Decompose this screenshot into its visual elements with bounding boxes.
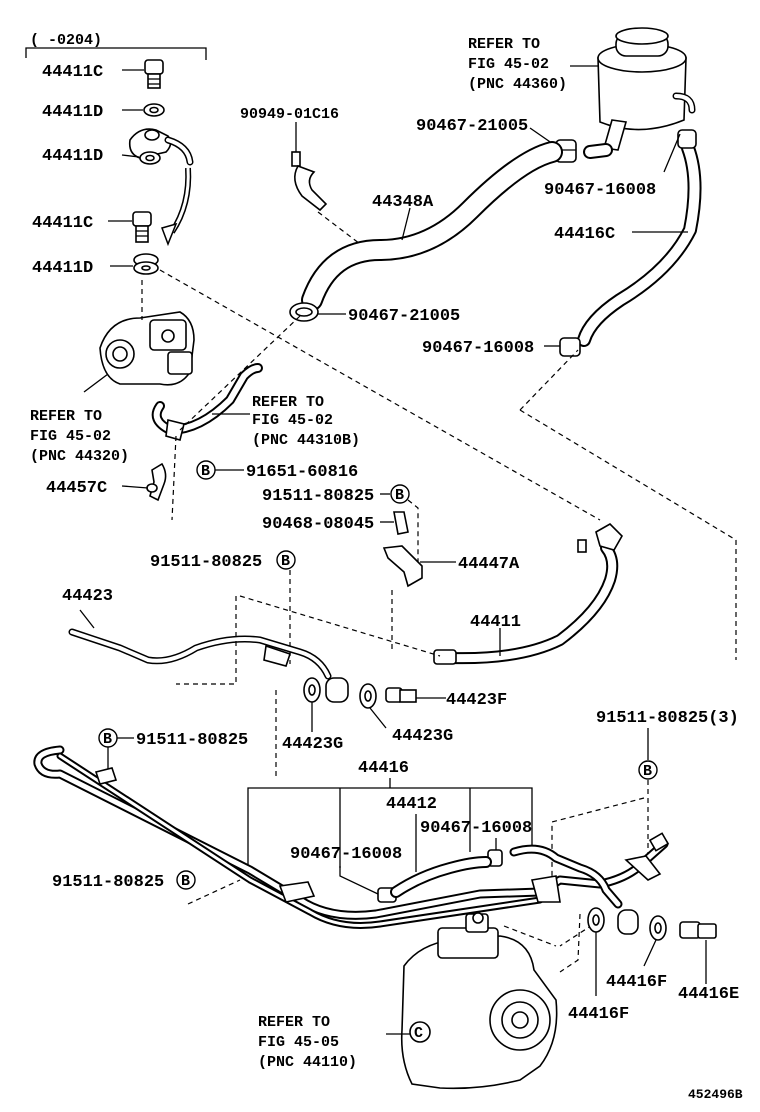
reservoir-outlet-pipe (555, 139, 613, 163)
label-90468-08045: 90468-08045 (262, 515, 374, 534)
refer-pipe-line1: REFER TO (252, 394, 324, 411)
pipe-44423: 44423 (62, 587, 332, 685)
refer-reservoir-line2: FIG 45-02 (468, 56, 549, 73)
union-44423 (325, 677, 349, 703)
hose-44411: 44411 (239, 349, 737, 665)
label-90467-21005-bottom: 90467-21005 (348, 307, 460, 326)
bolt-marker-3: B (281, 553, 290, 570)
label-44423g-b: 44423G (392, 727, 453, 746)
union-bolt-44411c-bottom: 44411C (32, 211, 152, 243)
bolt-marker-1: B (201, 463, 210, 480)
bolt-91511-80825-d: 91511-80825(3) B (551, 709, 739, 890)
hose-44416c: 90467-16008 44416C (544, 129, 702, 347)
power-steering-pump: REFER TO FIG 45-02 (PNC 44320) (30, 269, 601, 521)
refer-gear-line2: FIG 45-05 (258, 1034, 339, 1051)
bolt-marker-2: B (395, 487, 404, 504)
date-range-bracket: ( -0204) (25, 32, 207, 60)
bolt-91511-80825-a: 91511-80825 B (262, 484, 419, 570)
label-90467-16008-right: 90467-16008 (420, 819, 532, 838)
gasket-44411d-1: 44411D (42, 103, 165, 122)
bolt-44423f: 44423F (385, 687, 507, 710)
refer-reservoir-line3: (PNC 44360) (468, 76, 567, 93)
union-fitting: 44411D (42, 128, 194, 166)
drawing-number: 452496B (688, 1087, 743, 1102)
label-44457c: 44457C (46, 479, 107, 498)
washer-44416f-lower: 44416F (559, 907, 629, 1024)
label-91651-60816: 91651-60816 (246, 463, 358, 482)
label-90467-16008-left: 90467-16008 (290, 845, 402, 864)
refer-pump-line2: FIG 45-02 (30, 428, 111, 445)
bolt-91651-60816: B 91651-60816 (196, 460, 358, 482)
pump-outlet-pipe: REFER TO FIG 45-02 (PNC 44310B) (151, 315, 360, 449)
label-44348a: 44348A (372, 193, 434, 212)
label-44423: 44423 (62, 587, 113, 606)
clamp-90467-21005-bottom: 90467-21005 (289, 302, 460, 326)
washer-44423g-a: 44423G (282, 677, 343, 754)
bolt-marker-6: B (181, 873, 190, 890)
label-44416c: 44416C (554, 225, 615, 244)
label-44447a: 44447A (458, 555, 520, 574)
label-91511-80825-b: 91511-80825 (150, 553, 262, 572)
label-44411d-3: 44411D (32, 259, 93, 278)
hose-44412 (390, 856, 492, 898)
bolt-44416e: 44416E (678, 921, 739, 1004)
label-44416f-upper: 44416F (606, 973, 667, 992)
bracket-44457c: 44457C (46, 435, 177, 521)
refer-reservoir-line1: REFER TO (468, 36, 540, 53)
bracket-44447a: 44447A (382, 545, 520, 650)
steering-gear-box: C REFER TO FIG 45-05 (PNC 44110) (258, 912, 558, 1090)
label-44416f-lower: 44416F (568, 1005, 629, 1024)
refer-gear-line3: (PNC 44110) (258, 1054, 357, 1071)
assembly-arrow (161, 167, 192, 247)
label-91511-80825-c: 91511-80825 (136, 731, 248, 750)
clamp-90467-21005-top: 90467-21005 (416, 117, 557, 147)
clip-90949-01c16: 90949-01C16 (240, 106, 369, 251)
clamp-90467-16008-upper: 90467-16008 (422, 337, 581, 358)
label-90467-21005-top: 90467-21005 (416, 117, 528, 136)
bolt-marker-4: B (103, 731, 112, 748)
refer-pump-line1: REFER TO (30, 408, 102, 425)
label-44411d-1: 44411D (42, 103, 103, 122)
label-90949-01c16: 90949-01C16 (240, 106, 339, 123)
clip-90468-08045: 90468-08045 (262, 511, 409, 535)
label-44423f: 44423F (446, 691, 507, 710)
washer-44423g-b: 44423G (359, 683, 453, 746)
bolt-91511-80825-c: B 91511-80825 (98, 728, 248, 772)
reservoir-tank: REFER TO FIG 45-02 (PNC 44360) (468, 27, 696, 151)
tube-44416 (33, 745, 670, 947)
label-90467-16008-top: 90467-16008 (544, 181, 656, 200)
label-44423g-a: 44423G (282, 735, 343, 754)
label-91511-80825-e: 91511-80825 (52, 873, 164, 892)
label-44411c-bottom: 44411C (32, 214, 93, 233)
washer-44416f-upper: 44416F (606, 915, 667, 992)
bolt-91511-80825-b: 91511-80825 B (150, 550, 296, 664)
label-44416: 44416 (358, 759, 409, 778)
gasket-44411d-3: 44411D (32, 253, 159, 278)
refer-pipe-line3: (PNC 44310B) (252, 432, 360, 449)
label-44411: 44411 (470, 613, 521, 632)
clamp-90467-16008-left: 90467-16008 (290, 845, 402, 903)
gear-marker-c: C (414, 1025, 423, 1042)
label-44411c-top: 44411C (42, 63, 103, 82)
label-91511-80825-d: 91511-80825(3) (596, 709, 739, 728)
hose-44348a: 44348A (301, 141, 563, 311)
refer-pipe-line2: FIG 45-02 (252, 412, 333, 429)
label-90467-16008-upper: 90467-16008 (422, 339, 534, 358)
label-44416e: 44416E (678, 985, 739, 1004)
assembly-44416-tree: 44416 44412 (247, 690, 533, 872)
label-44412: 44412 (386, 795, 437, 814)
refer-pump-line3: (PNC 44320) (30, 448, 129, 465)
bolt-marker-5: B (643, 763, 652, 780)
union-bolt-44411c-top: 44411C (42, 59, 164, 89)
label-44411d-2: 44411D (42, 147, 103, 166)
bolt-91511-80825-e: 91511-80825 B (52, 870, 196, 892)
refer-gear-line1: REFER TO (258, 1014, 330, 1031)
label-91511-80825-a: 91511-80825 (262, 487, 374, 506)
date-range-label: ( -0204) (30, 32, 102, 49)
